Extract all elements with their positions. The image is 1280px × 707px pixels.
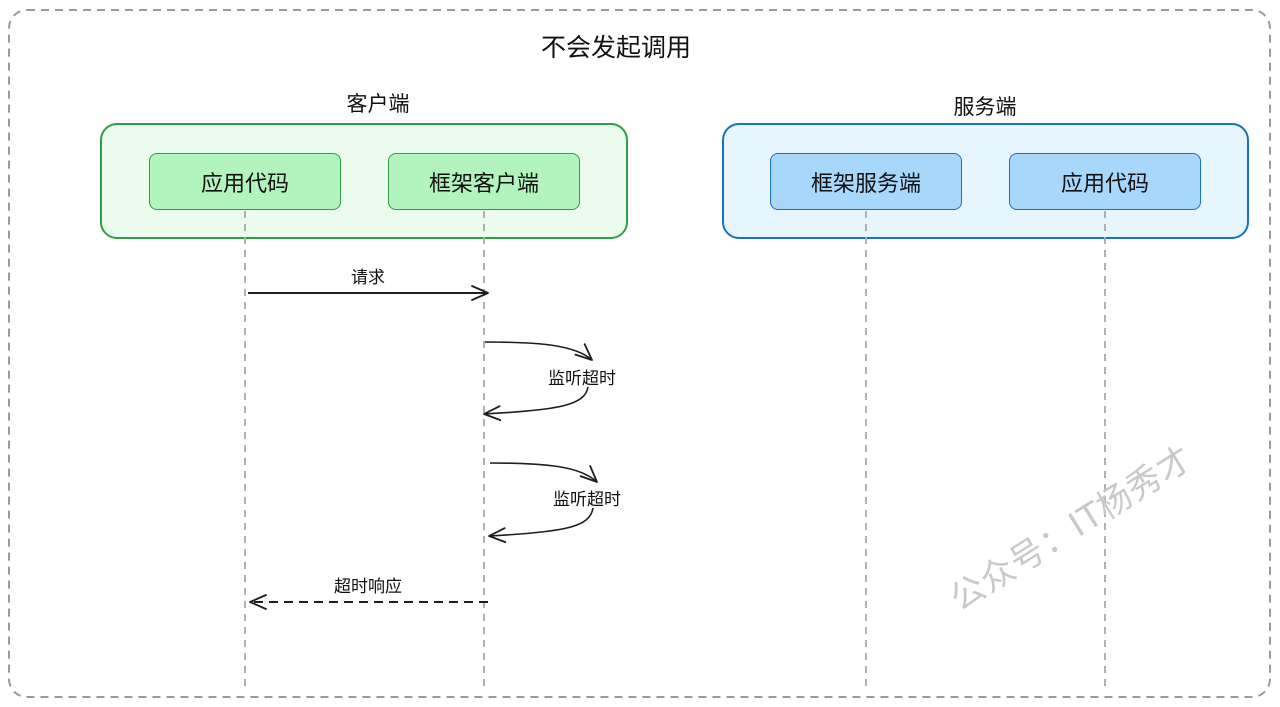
client-group-label: 客户端 [346, 92, 410, 116]
listen-timeout-label-2: 监听超时 [553, 490, 621, 510]
server-framework-node: 框架服务端 [770, 153, 962, 210]
listen-timeout-label-1: 监听超时 [548, 369, 616, 389]
listen-timeout-loop-2-out [489, 462, 598, 483]
timeout-response-label: 超时响应 [334, 577, 402, 597]
server-framework-label: 框架服务端 [810, 171, 921, 197]
diagram-title: 不会发起调用 [540, 33, 691, 62]
listen-timeout-loop-1-out [484, 341, 593, 361]
request-label: 请求 [351, 268, 385, 288]
server-group-label: 服务端 [953, 95, 1017, 119]
server-app-label: 应用代码 [1060, 171, 1149, 197]
client-app-node: 应用代码 [149, 153, 341, 210]
listen-timeout-loop-1-back [483, 386, 589, 422]
server-app-node: 应用代码 [1009, 153, 1201, 210]
client-framework-node: 框架客户端 [388, 153, 580, 210]
client-app-label: 应用代码 [200, 171, 289, 197]
listen-timeout-loop-2-back [488, 507, 594, 544]
client-framework-label: 框架客户端 [428, 171, 539, 197]
